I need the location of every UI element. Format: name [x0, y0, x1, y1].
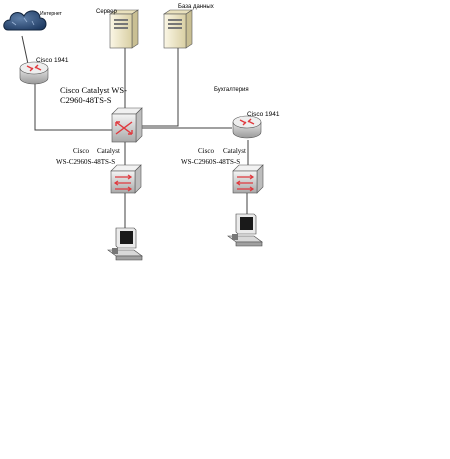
switch-left-label-model: WS-C2960S-48TS-S	[56, 158, 115, 166]
cloud-icon	[3, 10, 47, 31]
core-switch-label-line2: C2960-48TS-S	[60, 95, 112, 105]
switch-right-label-catalyst: Catalyst	[223, 147, 246, 155]
database-server-icon	[163, 9, 193, 49]
server-icon	[109, 9, 139, 49]
switch-right-label-model: WS-C2960S-48TS-S	[181, 158, 240, 166]
switch-icon	[110, 164, 142, 194]
link-db-core	[137, 48, 179, 127]
core-switch-icon	[111, 107, 143, 143]
accounting-label: Бухгалтерия	[214, 87, 249, 93]
switch-right-label-cisco: Cisco	[198, 147, 214, 155]
connection-lines	[21, 35, 249, 228]
switch-left-label-cisco: Cisco	[73, 147, 89, 155]
switch-left-label-catalyst: Catalyst	[97, 147, 120, 155]
router-right-label: Cisco 1941	[247, 111, 280, 118]
router-left-label: Cisco 1941	[36, 57, 69, 64]
server-label: Сервер	[96, 9, 117, 15]
internet-label: Интернет	[40, 11, 63, 17]
link-cloud-router	[21, 35, 29, 65]
pc-icon	[227, 213, 263, 247]
switch-icon	[232, 164, 264, 194]
database-label: База данных	[178, 4, 214, 10]
router-icon	[19, 61, 49, 85]
router-icon	[232, 115, 262, 139]
core-switch-label-line1: Cisco Catalyst WS-	[60, 85, 127, 95]
pc-icon	[107, 227, 143, 261]
link-router-core	[34, 83, 113, 131]
